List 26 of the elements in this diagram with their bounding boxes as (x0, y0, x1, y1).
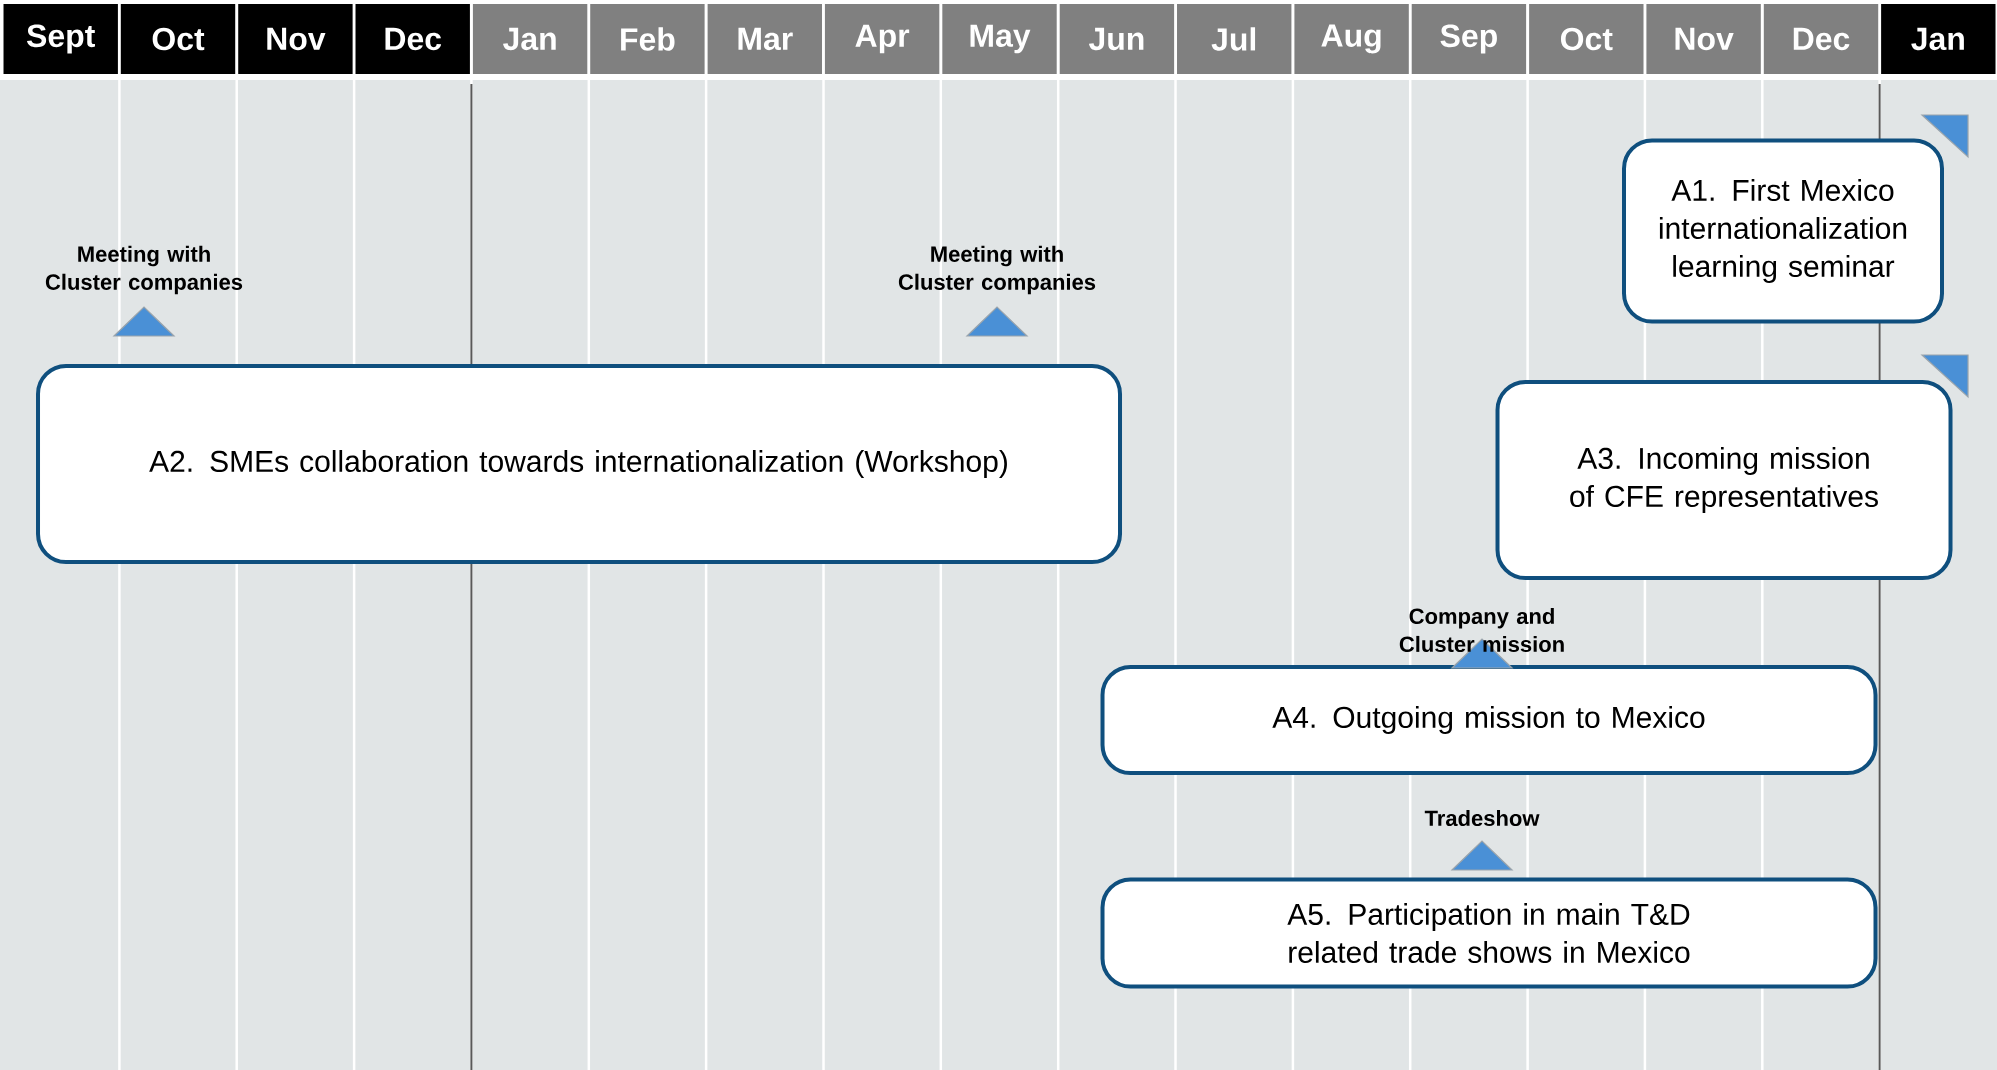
month-header-cell: May (942, 4, 1057, 74)
month-header-cell: Oct (120, 4, 236, 74)
activity-box: A3. Incoming mission of CFE representatives (1495, 380, 1953, 580)
month-header-cell: Mar (707, 4, 822, 74)
month-header-cell: Sept (3, 4, 118, 74)
milestone-label: Meeting with Cluster companies (45, 245, 243, 295)
month-header-cell: Aug (1294, 4, 1409, 74)
month-header-cell: Nov (1646, 4, 1761, 74)
milestone-label: Meeting with Cluster companies (898, 245, 1096, 295)
month-header-cell: Feb (590, 4, 705, 74)
month-header-cell: Nov (238, 4, 353, 74)
activity-box: A5. Participation in main T&D related trade shows in Mexico (1100, 877, 1878, 989)
month-header-cell: Jun (1059, 4, 1175, 74)
activity-box: A4. Outgoing mission to Mexico (1100, 665, 1878, 775)
month-header-cell: Apr (824, 4, 940, 74)
month-header-cell: Jan (472, 4, 588, 74)
month-header-cell: Dec (1763, 4, 1879, 74)
activity-box: A2. SMEs collaboration towards internationalization (Workshop) (36, 364, 1122, 564)
month-header-cell: Sep (1411, 4, 1527, 74)
activity-box: A1. First Mexico internationalization learning seminar (1622, 138, 1944, 324)
month-header-cell: Jan (1881, 4, 1996, 74)
month-header-cell: Oct (1529, 4, 1644, 74)
month-header-cell: Jul (1177, 4, 1292, 74)
milestone-label: Tradeshow (1424, 809, 1540, 827)
milestone-label: Company and Cluster mission (1399, 607, 1564, 653)
month-header-cell: Dec (355, 4, 470, 74)
